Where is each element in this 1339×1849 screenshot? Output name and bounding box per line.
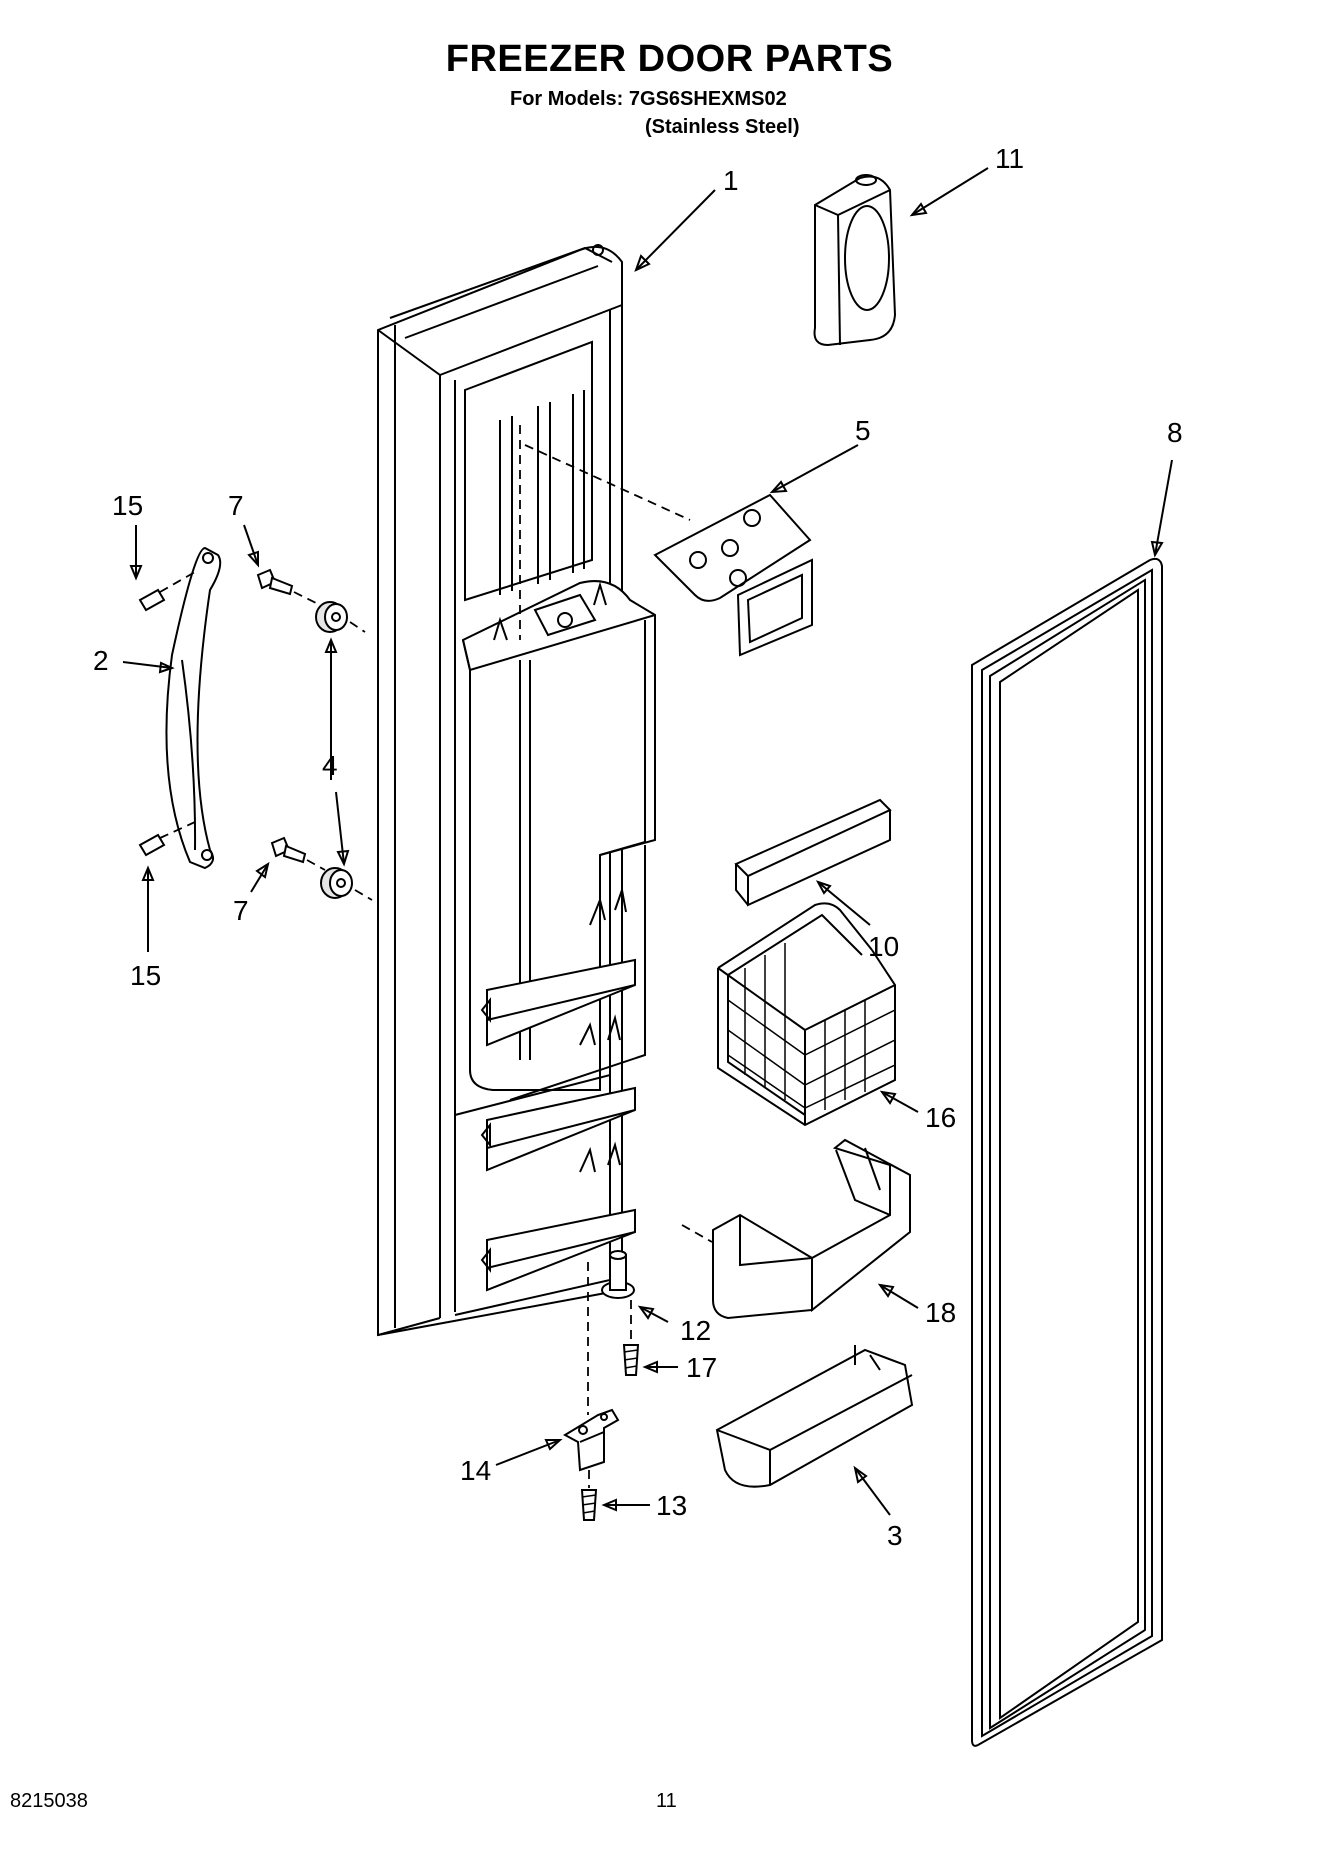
callout-8: 8 [1167,417,1183,448]
page-title: FREEZER DOOR PARTS [445,38,894,80]
cover-plate-part [653,493,813,657]
variant-line: (Stainless Steel) [645,116,800,138]
callout-2: 2 [93,645,109,676]
handle-stud-top-part [256,568,321,606]
callout-7-top: 7 [228,490,244,521]
hinge-bracket-part [562,1408,620,1472]
callout-1: 1 [723,165,739,196]
callout-4: 4 [322,750,338,781]
models-line: For Models: 7GS6SHEXMS02 [510,88,787,110]
leader-lines [122,167,1173,1516]
document-number: 8215038 [10,1790,88,1812]
callout-14: 14 [460,1455,491,1486]
retainer-strip-part [734,798,892,907]
handle-screw-top-part [138,571,196,612]
handle-spacer-bottom-part [320,867,373,901]
bin-bracket-part [712,1138,911,1320]
callout-12: 12 [680,1315,711,1346]
callout-11: 11 [995,143,1024,174]
handle-screw-bottom-part [138,821,196,857]
hinge-screw-13-part [580,1489,598,1521]
callout-15-bottom: 15 [130,960,161,991]
handle-stud-bottom-part [270,836,326,871]
door-handle-part [165,546,222,870]
air-filter-part [813,174,897,347]
hinge-pin-part [601,1250,635,1299]
callout-18: 18 [925,1297,956,1328]
callout-7-bottom: 7 [233,895,249,926]
callout-17: 17 [686,1352,717,1383]
page-number: 11 [656,1790,677,1812]
callout-5: 5 [855,415,871,446]
callout-16: 16 [925,1102,956,1133]
door-liner-part [377,244,656,1337]
callout-10: 10 [868,931,899,962]
wire-basket-part [717,902,896,1127]
handle-spacer-top-part [315,601,366,633]
callout-15-top: 15 [112,490,143,521]
door-gasket-part [971,557,1163,1747]
door-bin-part [715,1345,914,1488]
callout-3: 3 [887,1520,903,1551]
callout-13: 13 [656,1490,687,1521]
hinge-screw-17-part [622,1344,640,1376]
